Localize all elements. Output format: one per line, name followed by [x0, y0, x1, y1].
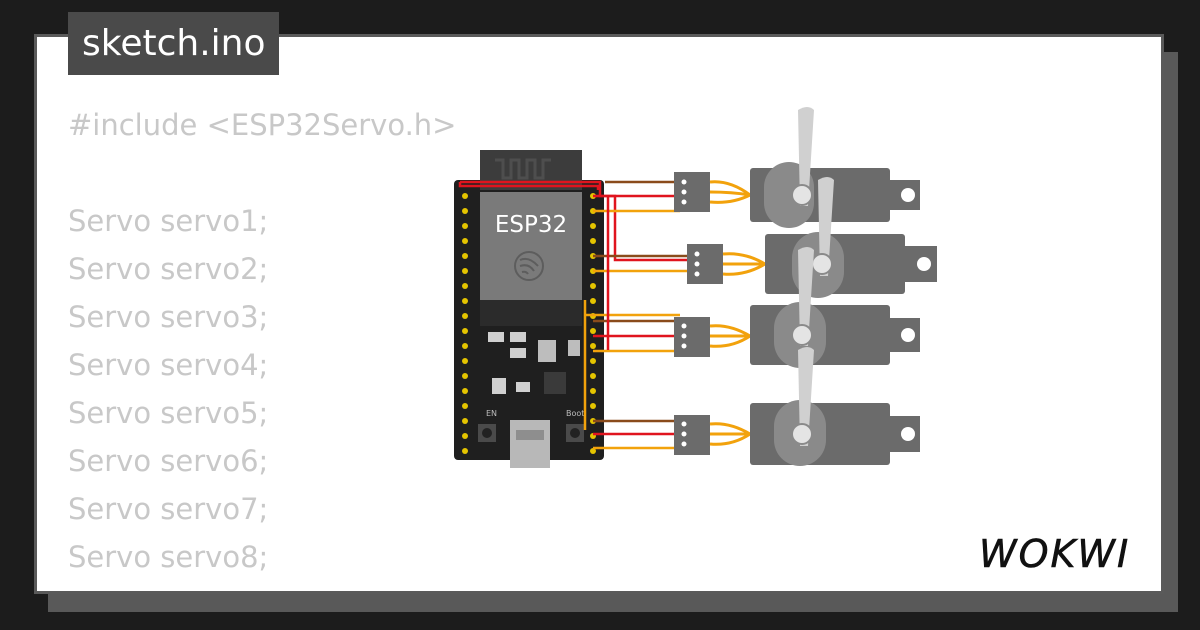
esp32-label: ESP32 — [495, 212, 567, 238]
code-line: Servo servo8; — [68, 540, 269, 574]
esp32-board[interactable]: ESP32 EN Boot — [454, 150, 604, 468]
servo-motor[interactable] — [674, 107, 920, 228]
code-line: Servo servo6; — [68, 444, 269, 478]
servo-horn-icon — [811, 253, 833, 275]
left-pin-header — [462, 193, 468, 454]
boot-label: Boot — [566, 409, 584, 418]
code-line: #include <ESP32Servo.h> — [68, 108, 457, 142]
code-line: Servo servo4; — [68, 348, 269, 382]
servo-horn-icon — [791, 423, 813, 445]
code-line: Servo servo5; — [68, 396, 269, 430]
wokwi-logo: WOKWI — [979, 532, 1130, 577]
espressif-logo-icon — [514, 251, 544, 281]
code-line: Servo servo7; — [68, 492, 269, 526]
en-label: EN — [486, 409, 497, 418]
code-line: Servo servo2; — [68, 252, 269, 286]
code-line: Servo servo3; — [68, 300, 269, 334]
circuit-diagram: ESP32 EN Boot — [454, 107, 937, 468]
servo-motor[interactable] — [674, 347, 920, 466]
file-tab[interactable]: sketch.ino — [68, 12, 280, 75]
code-preview: #include <ESP32Servo.h> Servo servo1; Se… — [68, 103, 456, 583]
wires — [458, 180, 690, 450]
servo-motor[interactable] — [674, 247, 920, 368]
code-line: Servo servo1; — [68, 204, 269, 238]
usb-port — [510, 420, 550, 468]
servo-horn-icon — [791, 324, 813, 346]
wokwi-logo-text: WOKWI — [979, 532, 1130, 576]
code-line — [68, 151, 456, 199]
servo-horn-icon — [791, 184, 813, 206]
